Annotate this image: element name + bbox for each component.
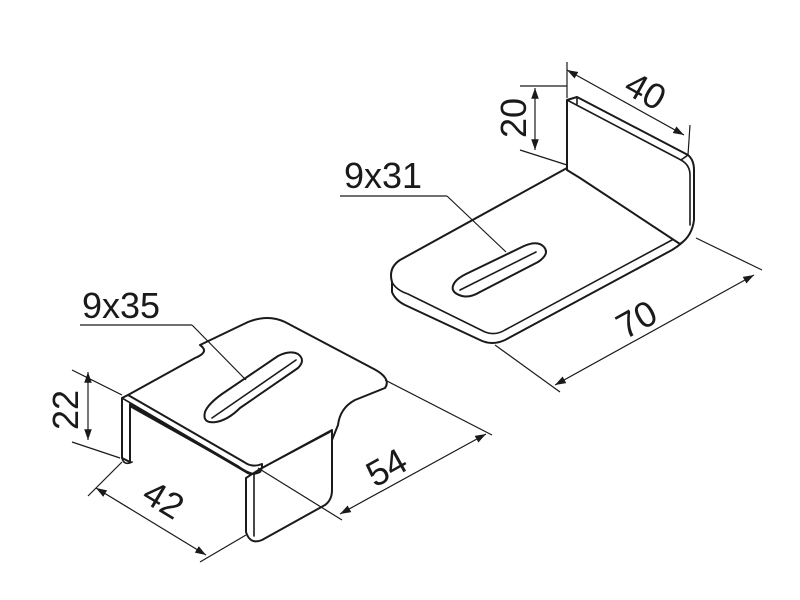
label-slot-9x31: 9x31 (344, 155, 422, 196)
left-bracket-front-wall (121, 394, 333, 543)
dim-70: 70 (609, 292, 664, 347)
dim-40: 40 (618, 63, 673, 118)
dim-54: 54 (359, 440, 414, 495)
dim-22: 22 (45, 390, 86, 430)
left-channel-bracket (121, 317, 388, 543)
right-dimensions: 40 20 9x31 70 (340, 62, 763, 393)
label-slot-9x35: 9x35 (82, 285, 160, 326)
left-bracket-slot (203, 351, 303, 424)
left-dimensions: 9x35 22 54 42 (45, 285, 493, 563)
dim-20: 20 (493, 98, 534, 138)
dim-42: 42 (136, 472, 191, 528)
